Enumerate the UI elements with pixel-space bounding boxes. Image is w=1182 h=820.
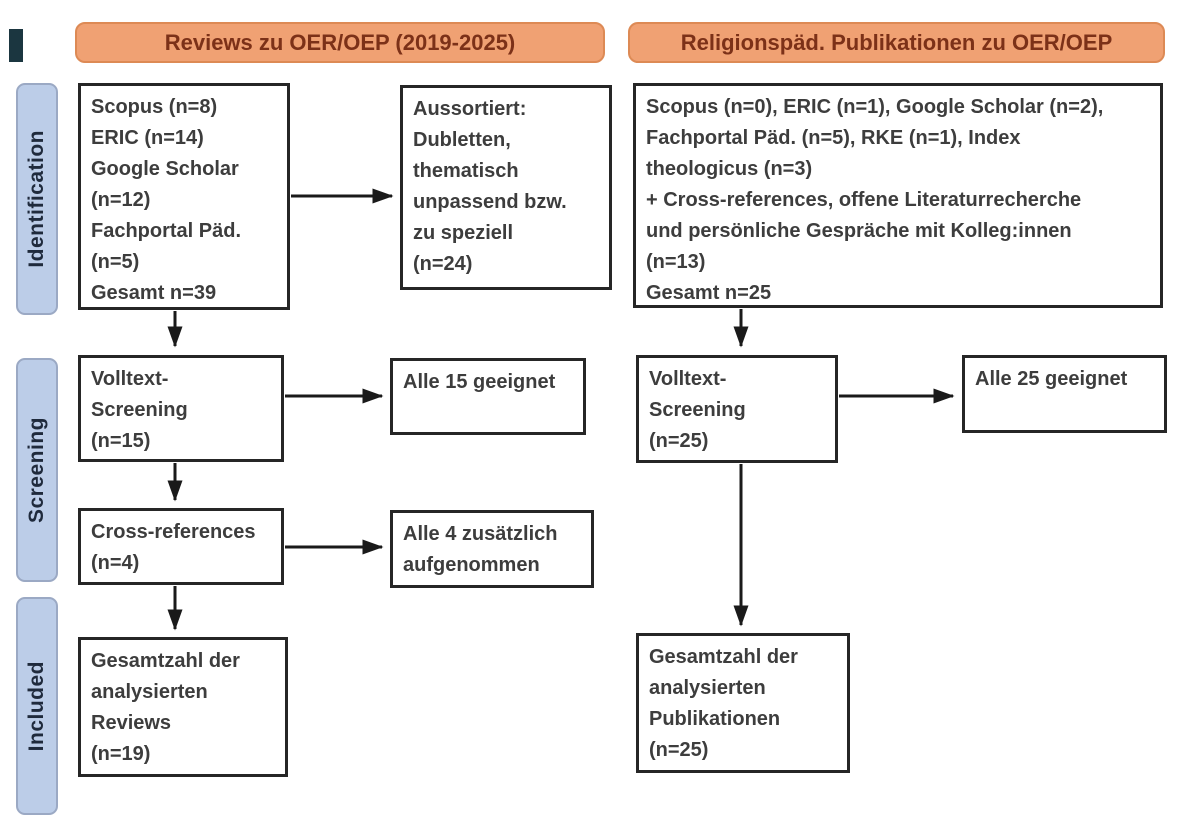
stage-label-included: Included — [16, 597, 58, 815]
box-right-fulltext-screening: Volltext- Screening (n=25) — [636, 355, 838, 463]
box-left-fulltext-screening: Volltext- Screening (n=15) — [78, 355, 284, 462]
box-left-identification-sources: Scopus (n=8) ERIC (n=14) Google Scholar … — [78, 83, 290, 310]
box-left-cross-references: Cross-references (n=4) — [78, 508, 284, 585]
stage-label-screening: Screening — [16, 358, 58, 582]
box-right-total-included: Gesamtzahl der analysierten Publikatione… — [636, 633, 850, 773]
box-right-all-suitable: Alle 25 geeignet — [962, 355, 1167, 433]
column-header-religionspaed: Religionspäd. Publikationen zu OER/OEP — [628, 22, 1165, 63]
corner-artifact-mark — [9, 29, 23, 62]
box-right-identification-sources: Scopus (n=0), ERIC (n=1), Google Scholar… — [633, 83, 1163, 308]
stage-label-identification: Identification — [16, 83, 58, 315]
box-left-additional-included: Alle 4 zusätzlich aufgenommen — [390, 510, 594, 588]
box-left-excluded: Aussortiert: Dubletten, thematisch unpas… — [400, 85, 612, 290]
column-header-reviews: Reviews zu OER/OEP (2019-2025) — [75, 22, 605, 63]
box-left-all-suitable: Alle 15 geeignet — [390, 358, 586, 435]
box-left-total-included: Gesamtzahl der analysierten Reviews (n=1… — [78, 637, 288, 777]
